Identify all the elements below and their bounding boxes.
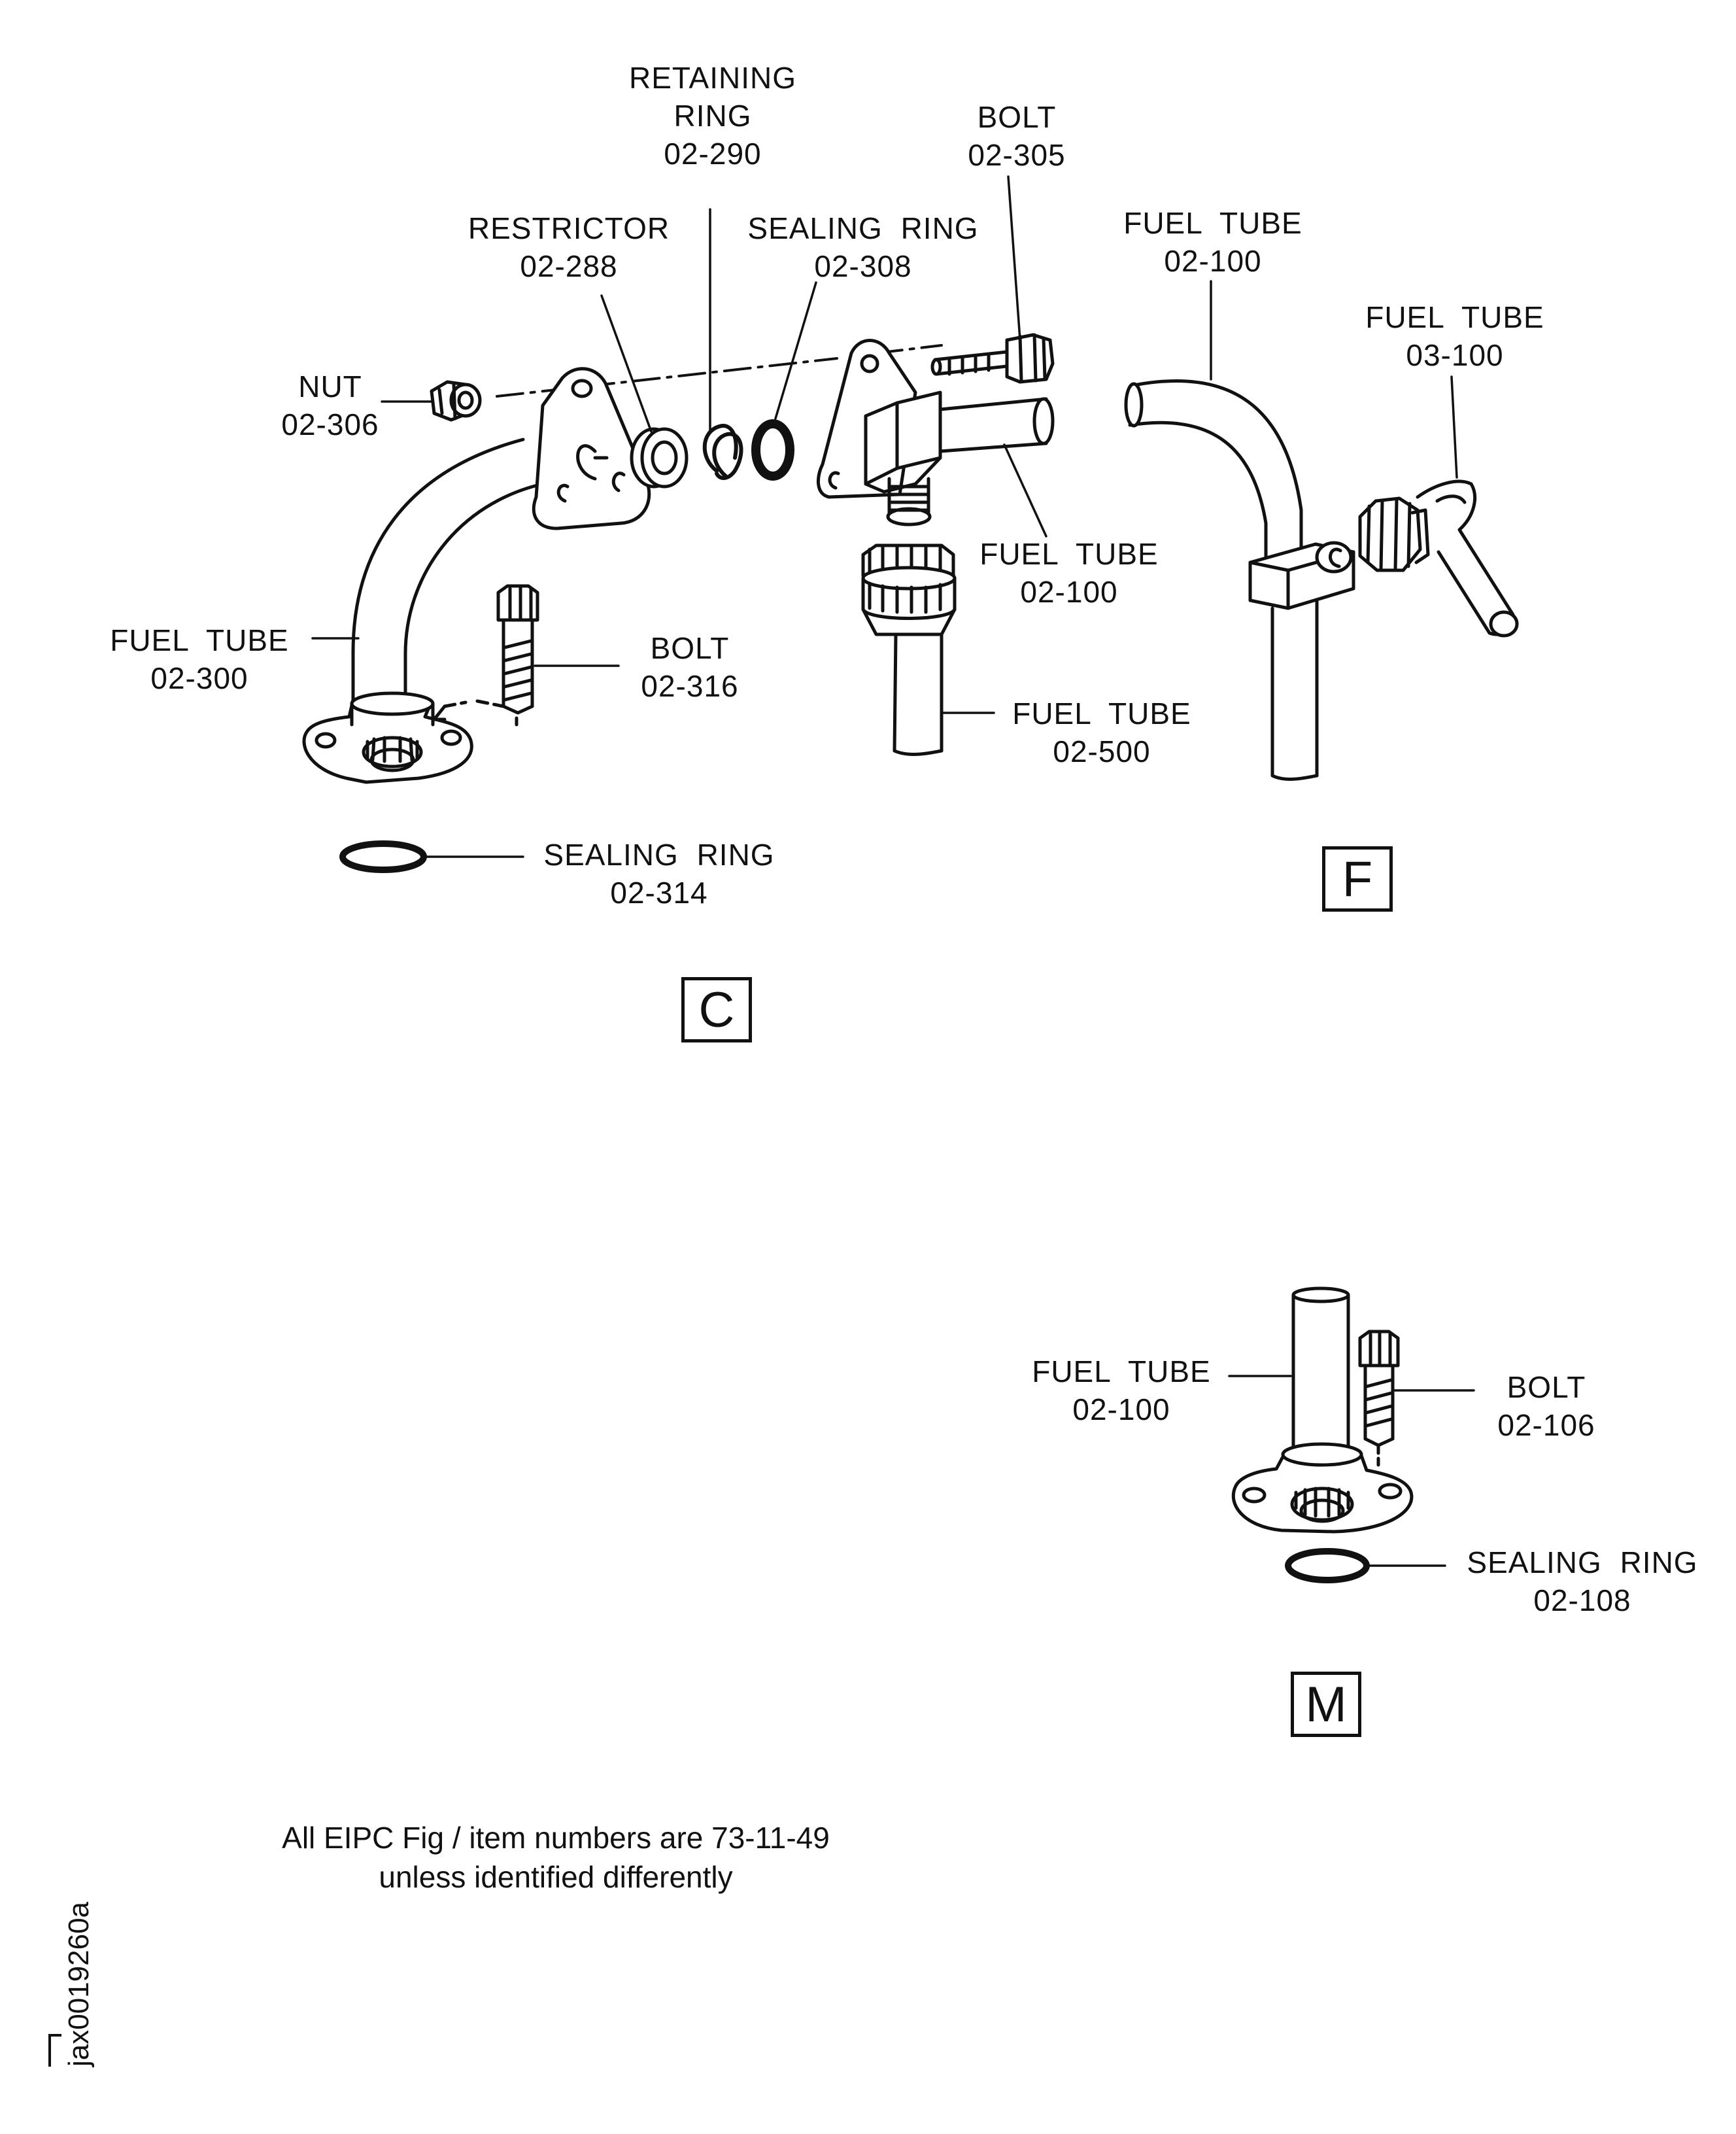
sealing-ring-308-part	[751, 419, 794, 481]
label-nut-name: NUT	[298, 370, 362, 404]
label-fuel-tube-c-100-name: FUEL TUBE	[979, 537, 1159, 571]
bolt-305-part	[930, 333, 1055, 384]
label-fuel-tube-500-number: 02-500	[1053, 734, 1151, 768]
numbering-note-line-2: unless identified differently	[379, 1860, 733, 1894]
leader-sealing-ring-308	[774, 281, 817, 420]
view-c-identifier: C	[681, 977, 752, 1042]
nut-part	[430, 380, 482, 422]
label-fuel-tube-c-100-number: 02-100	[1020, 575, 1118, 609]
retaining-ring-part	[702, 424, 743, 480]
label-fuel-tube-500-name: FUEL TUBE	[1012, 697, 1191, 731]
label-fuel-tube-300-name: FUEL TUBE	[110, 623, 289, 657]
label-fuel-tube-m-100-name: FUEL TUBE	[1032, 1354, 1211, 1388]
view-f-identifier: F	[1322, 846, 1393, 912]
numbering-note: All EIPC Fig / item numbers are 73-11-49…	[229, 1818, 883, 1897]
fuel-tube-02-100-flange-part	[816, 339, 1055, 526]
label-sealing-ring-308-name: SEALING RING	[747, 211, 979, 245]
label-sealing-ring-108: SEALING RING 02-108	[1452, 1543, 1713, 1619]
leader-restrictor	[600, 294, 653, 433]
label-fuel-tube-c-100: FUEL TUBE 02-100	[961, 535, 1177, 611]
label-sealing-ring-108-number: 02-108	[1533, 1583, 1631, 1617]
fuel-tube-02-500-part	[861, 543, 957, 756]
label-fuel-tube-f-100-number: 02-100	[1164, 244, 1262, 278]
leader-bolt-305	[1007, 175, 1021, 341]
label-fuel-tube-m-100: FUEL TUBE 02-100	[1013, 1352, 1229, 1428]
view-f-assembly	[1124, 379, 1519, 781]
figure-ref-bracket	[48, 2034, 61, 2067]
view-m-identifier: M	[1291, 1672, 1361, 1737]
numbering-note-line-1: All EIPC Fig / item numbers are 73-11-49	[282, 1821, 830, 1855]
figure-reference: jax0019260a	[63, 1901, 95, 2067]
view-m-assembly	[1231, 1286, 1414, 1583]
label-fuel-tube-300: FUEL TUBE 02-300	[92, 621, 307, 697]
label-bolt-106-number: 02-106	[1497, 1408, 1595, 1442]
label-sealing-ring-108-name: SEALING RING	[1467, 1545, 1698, 1579]
label-fuel-tube-300-number: 02-300	[150, 661, 248, 695]
label-bolt-305-name: BOLT	[977, 100, 1057, 134]
label-retaining-ring: RETAINING RING 02-290	[588, 59, 837, 173]
label-bolt-106-name: BOLT	[1506, 1370, 1586, 1404]
label-fuel-tube-m-100-number: 02-100	[1072, 1392, 1170, 1426]
leader-fuel-tube-03-100	[1450, 375, 1458, 479]
bolt-316-part	[432, 584, 539, 727]
label-fuel-tube-f-100: FUEL TUBE 02-100	[1105, 204, 1321, 280]
label-sealing-ring-308-number: 02-308	[814, 249, 912, 283]
label-retaining-ring-name-1: RETAINING	[628, 61, 797, 95]
label-retaining-ring-number: 02-290	[664, 137, 762, 171]
label-fuel-tube-03-100-number: 03-100	[1406, 338, 1504, 372]
label-bolt-305-number: 02-305	[968, 138, 1066, 172]
sealing-ring-314-part	[339, 840, 427, 873]
label-bolt-316: BOLT 02-316	[615, 629, 765, 705]
fuel-tube-02-300-part	[302, 367, 651, 784]
label-restrictor-number: 02-288	[520, 249, 618, 283]
label-bolt-316-number: 02-316	[641, 669, 739, 703]
label-nut-number: 02-306	[281, 407, 379, 441]
label-fuel-tube-500: FUEL TUBE 02-500	[994, 695, 1210, 770]
leader-lines	[311, 175, 1475, 1567]
label-bolt-305: BOLT 02-305	[922, 98, 1112, 174]
label-restrictor-name: RESTRICTOR	[468, 211, 670, 245]
label-fuel-tube-03-100: FUEL TUBE 03-100	[1347, 298, 1563, 374]
label-bolt-106: BOLT 02-106	[1471, 1368, 1622, 1444]
label-sealing-ring-314: SEALING RING 02-314	[528, 836, 790, 912]
leader-fuel-tube-c-100	[1003, 443, 1047, 538]
label-retaining-ring-name-2: RING	[673, 99, 752, 133]
label-sealing-ring-314-name: SEALING RING	[543, 838, 775, 872]
label-bolt-316-name: BOLT	[650, 631, 730, 665]
restrictor-part	[630, 427, 689, 489]
label-nut: NUT 02-306	[262, 368, 399, 443]
label-fuel-tube-f-100-name: FUEL TUBE	[1123, 206, 1302, 240]
label-fuel-tube-03-100-name: FUEL TUBE	[1365, 300, 1544, 334]
label-sealing-ring-314-number: 02-314	[610, 876, 708, 910]
view-c-assembly	[302, 333, 1055, 873]
label-restrictor: RESTRICTOR 02-288	[451, 209, 687, 285]
label-sealing-ring-308: SEALING RING 02-308	[732, 209, 994, 285]
